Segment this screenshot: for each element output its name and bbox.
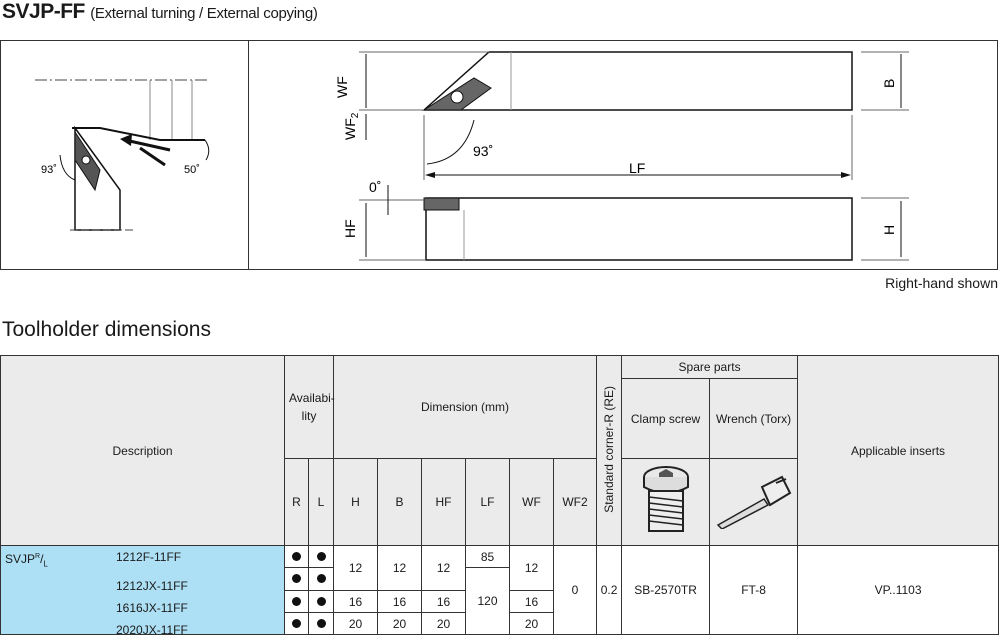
inserts-header: Applicable inserts: [797, 355, 999, 546]
cell-screw: SB-2570TR: [621, 545, 711, 635]
figure-divider: [248, 40, 249, 270]
series-label: SVJPR/L: [5, 552, 48, 569]
cell-hf-16: 16: [421, 590, 466, 613]
wf-label: WF: [334, 76, 350, 98]
wf2-label: WF2: [342, 112, 361, 140]
hf-label: HF: [342, 219, 358, 238]
angle-93-label: 93˚: [473, 143, 493, 159]
cell-hf-20: 20: [421, 612, 466, 635]
wrench-header: Wrench (Torx): [709, 378, 799, 459]
code-1212JX: 1212JX-11FF: [116, 579, 188, 594]
h-label: H: [881, 225, 897, 235]
lf-label: LF: [629, 160, 645, 176]
hand-note: Right-hand shown: [885, 275, 998, 291]
clamp-screw-icon: [642, 465, 689, 532]
r-header: R: [284, 458, 309, 546]
avail-r-3: [284, 590, 309, 613]
figure-frame: [0, 40, 998, 270]
h-header: H: [333, 458, 378, 546]
cell-re: 0.2: [596, 545, 623, 635]
avail-r-1: [284, 545, 309, 568]
cell-b-12: 12: [377, 545, 422, 591]
cell-h-20: 20: [333, 612, 378, 635]
cell-b-20: 20: [377, 612, 422, 635]
avail-l-4: [308, 612, 334, 635]
cell-lf-85: 85: [465, 545, 510, 568]
zero-angle-label: 0˚: [369, 179, 381, 195]
l-header: L: [308, 458, 334, 546]
cell-b-16: 16: [377, 590, 422, 613]
description-cell: SVJPR/L 1212F-11FF 1212JX-11FF 1616JX-11…: [0, 545, 285, 637]
cell-inserts: VP..1103: [797, 545, 999, 635]
avail-r-2: [284, 567, 309, 591]
clamp-screw-image: [621, 458, 711, 546]
cell-h-16: 16: [333, 590, 378, 613]
cell-h-12: 12: [333, 545, 378, 591]
wf-header: WF: [509, 458, 554, 546]
copy-angle-label: 50˚: [184, 164, 200, 176]
cell-lf-120: 120: [465, 567, 510, 635]
avail-r-4: [284, 612, 309, 635]
cell-wf2: 0: [552, 545, 598, 635]
hf-header: HF: [421, 458, 466, 546]
dimension-header: Dimension (mm): [332, 355, 598, 459]
page-subtitle: (External turning / External copying): [90, 5, 318, 22]
description-header: Description: [0, 355, 285, 546]
cell-hf-12: 12: [421, 545, 466, 591]
availability-header: Availabi-lity: [284, 355, 335, 459]
lf-header: LF: [465, 458, 510, 546]
spare-parts-header: Spare parts: [621, 355, 799, 379]
lead-angle-label: 93˚: [41, 164, 57, 176]
page-title: SVJP-FF (External turning / External cop…: [2, 0, 318, 23]
b-label: B: [881, 79, 897, 88]
cell-wf-20: 20: [509, 612, 554, 635]
wf2-header: WF2: [552, 458, 598, 546]
cell-wf-16: 16: [509, 590, 554, 613]
cell-wrench: FT-8: [709, 545, 799, 635]
avail-l-3: [308, 590, 334, 613]
avail-l-2: [308, 567, 334, 591]
corner-radius-header: Standard corner-R (RE): [596, 355, 623, 546]
table-title: Toolholder dimensions: [2, 318, 211, 341]
torx-wrench-icon: [716, 475, 791, 530]
dimensions-table: Description Availabi-lity Dimension (mm)…: [0, 355, 999, 637]
dimension-drawing: WF WF2 B 93˚ LF 0˚ HF H: [334, 51, 909, 261]
code-1212F: 1212F-11FF: [116, 550, 182, 564]
clamp-screw-header: Clamp screw: [621, 378, 711, 459]
avail-l-1: [308, 545, 334, 568]
wrench-image: [709, 458, 799, 546]
cell-wf-12: 12: [509, 545, 554, 591]
application-diagram: 93˚ 50˚: [35, 79, 210, 231]
b-header: B: [377, 458, 422, 546]
feed-arrow-icon: [124, 138, 171, 152]
code-1616JX: 1616JX-11FF: [116, 601, 188, 616]
code-2020JX: 2020JX-11FF: [116, 623, 188, 638]
